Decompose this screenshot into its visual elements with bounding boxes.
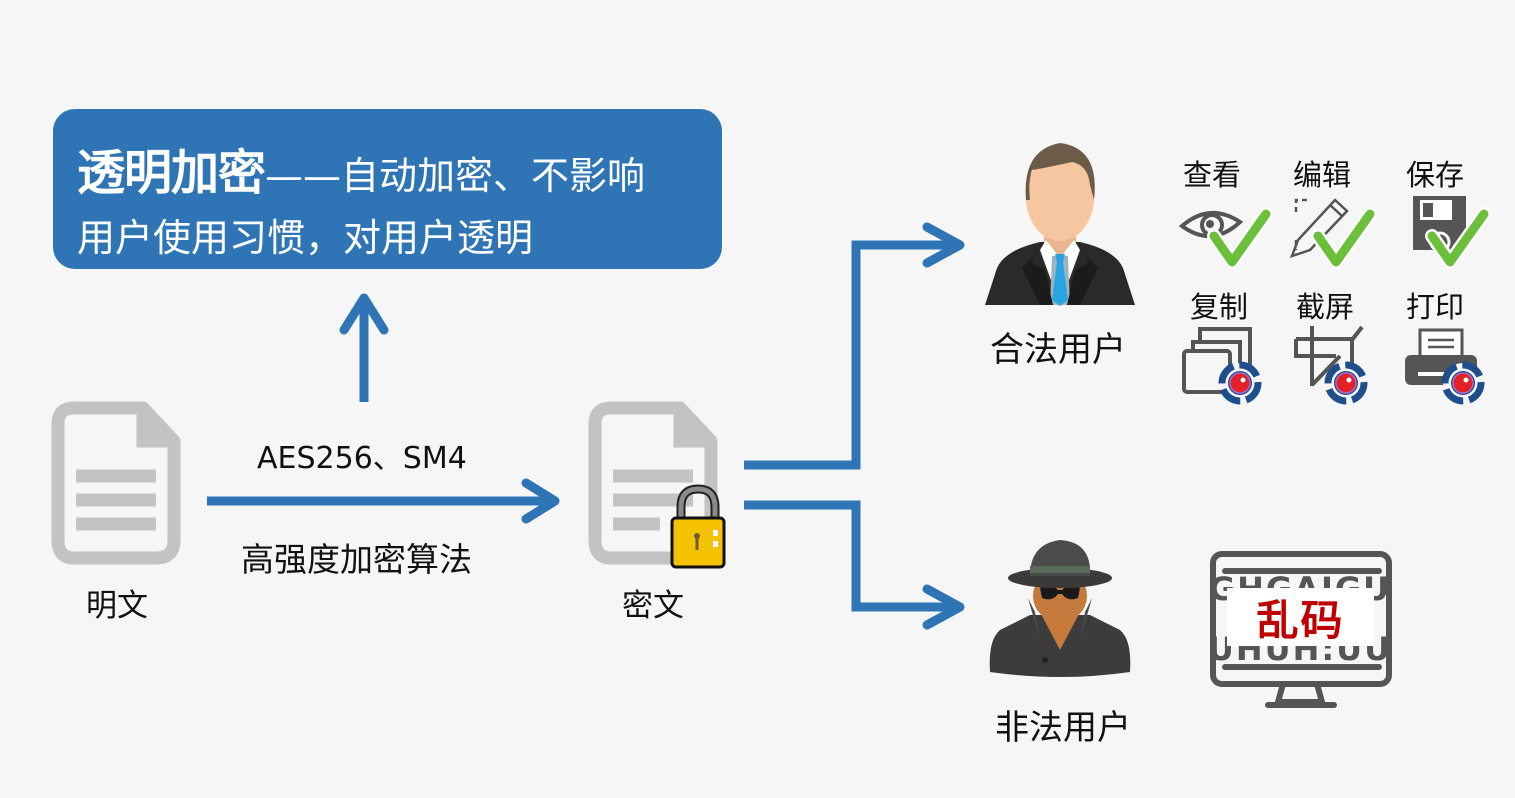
check-icon	[1209, 209, 1271, 267]
eye-icon	[1178, 210, 1244, 239]
check-icon	[1427, 209, 1489, 267]
record-icon	[1324, 361, 1368, 405]
printer-icon	[1405, 328, 1477, 385]
document-icon	[51, 401, 181, 565]
plaintext-label: 明文	[86, 588, 148, 624]
businessman-avatar-icon	[985, 143, 1135, 306]
banner-title-bold: 透明加密	[77, 145, 266, 201]
check-icon	[1313, 209, 1375, 267]
ciphertext-label: 密文	[622, 588, 684, 624]
banner-title-rest: ——自动加密、不影响	[265, 154, 646, 198]
illegal-user-label: 非法用户	[995, 708, 1131, 748]
action-print-label: 打印	[1406, 290, 1465, 324]
encrypt-arrow	[207, 478, 560, 524]
garbled-text-label: 乱码	[1256, 595, 1345, 645]
action-copy-label: 复制	[1190, 290, 1249, 324]
action-edit-label: 编辑	[1293, 158, 1352, 192]
algorithm-description-label: 高强度加密算法	[241, 540, 472, 579]
record-icon	[1218, 361, 1262, 405]
legal-user-label: 合法用户	[990, 330, 1126, 370]
locked-document-icon	[588, 401, 726, 569]
legal-branch-arrow	[744, 222, 965, 470]
algorithm-name-label: AES256、SM4	[257, 441, 467, 476]
pencil-icon	[1289, 198, 1349, 259]
banner-subtitle: 用户使用习惯，对用户透明	[77, 216, 534, 260]
illegal-branch-arrow	[744, 500, 965, 630]
padlock-icon	[670, 484, 726, 569]
record-icon	[1441, 361, 1485, 405]
banner-title: 透明加密——自动加密、不影响	[77, 133, 645, 203]
spy-avatar-icon	[989, 540, 1131, 677]
transparent-encryption-banner: 透明加密——自动加密、不影响 用户使用习惯，对用户透明	[53, 109, 722, 269]
action-save-label: 保存	[1406, 158, 1465, 192]
action-view-label: 查看	[1183, 158, 1242, 192]
garbled-monitor-icon: GHGAIGU UHUH:UU	[1208, 551, 1392, 708]
up-arrow	[339, 293, 389, 402]
action-screenshot-label: 截屏	[1296, 290, 1355, 324]
